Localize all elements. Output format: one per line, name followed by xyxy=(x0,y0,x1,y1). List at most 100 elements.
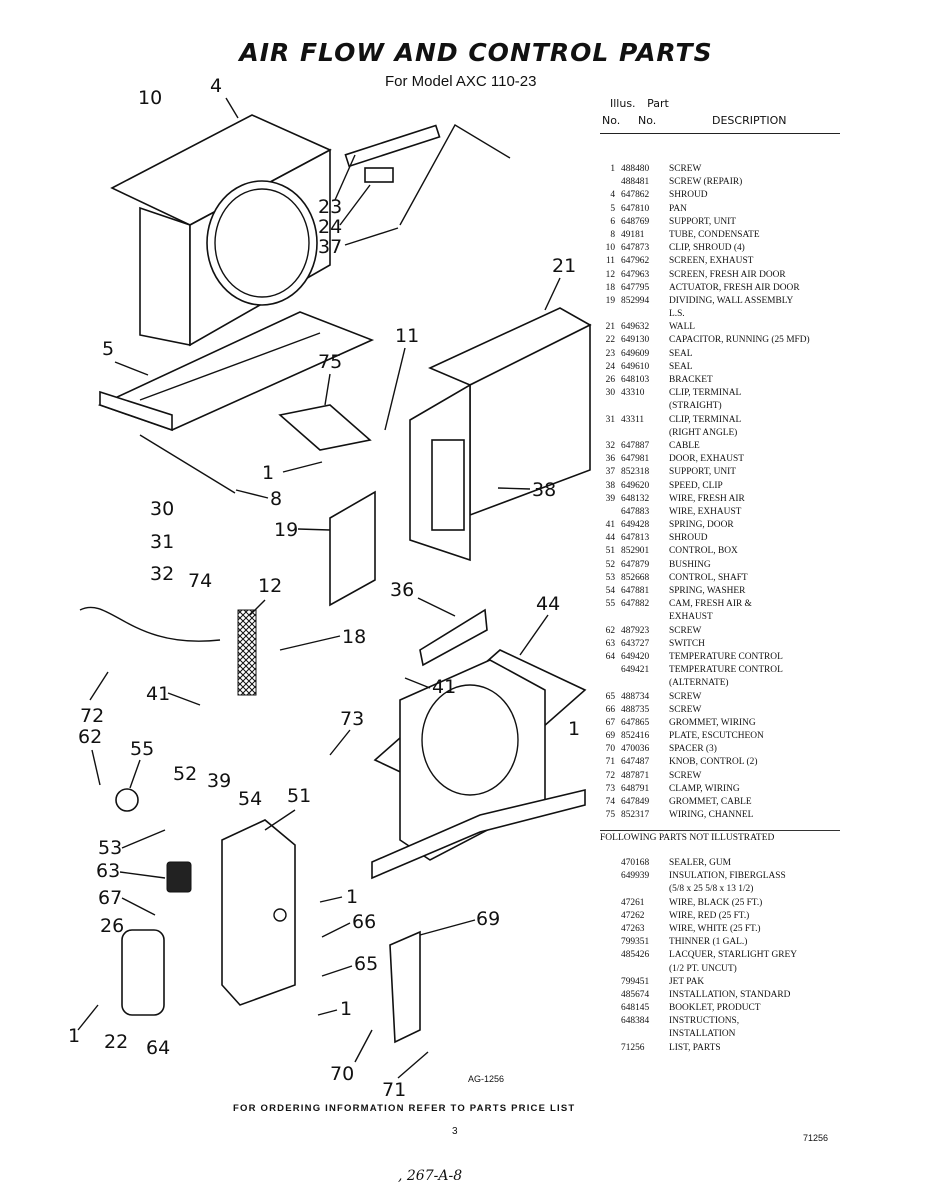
part-description: EXHAUST xyxy=(669,612,713,623)
part-description: SCREEN, FRESH AIR DOOR xyxy=(669,269,786,280)
part-number: 647962 xyxy=(621,256,650,267)
drawing-code: AG-1256 xyxy=(468,1074,505,1084)
part-number: 649610 xyxy=(621,361,650,372)
part-number: 647865 xyxy=(621,717,650,728)
illus-number: 22 xyxy=(605,335,615,346)
part-description: (1/2 PT. UNCUT) xyxy=(669,963,737,974)
callout-51: 51 xyxy=(287,785,311,807)
part-description: WIRE, BLACK (25 FT.) xyxy=(669,897,763,908)
callout-36: 36 xyxy=(390,579,414,601)
callout-54: 54 xyxy=(238,788,262,810)
callout-23: 23 xyxy=(318,196,342,218)
illus-number: 72 xyxy=(605,770,615,781)
illus-number: 41 xyxy=(605,520,615,531)
shroud-part-4 xyxy=(110,114,332,347)
illus-number: 54 xyxy=(605,586,615,596)
part-number: 649632 xyxy=(621,322,650,333)
header-no-illus: No. xyxy=(602,114,621,127)
tube-part-8 xyxy=(139,434,236,494)
channel-part-75 xyxy=(278,404,372,451)
illus-number: 23 xyxy=(605,348,615,359)
illus-number: 21 xyxy=(605,322,615,333)
part-description: TEMPERATURE CONTROL xyxy=(669,665,783,676)
callout-21: 21 xyxy=(552,255,576,277)
part-number: 470168 xyxy=(621,858,650,868)
part-description: TUBE, CONDENSATE xyxy=(669,229,760,240)
illus-number: 18 xyxy=(605,282,615,293)
page-number: 3 xyxy=(452,1126,458,1137)
illus-number: 70 xyxy=(605,744,615,755)
part-number: 647862 xyxy=(621,190,650,201)
part-number: 485674 xyxy=(621,989,650,1000)
part-description: LACQUER, STARLIGHT GREY xyxy=(669,950,797,961)
header-illus: Illus. xyxy=(610,97,636,110)
part-number: 649609 xyxy=(621,348,650,359)
illus-number: 38 xyxy=(605,480,615,491)
callout-44: 44 xyxy=(536,593,560,615)
leader-lines xyxy=(77,97,561,1079)
door-part-36 xyxy=(419,608,488,667)
model-subtitle: For Model AXC 110-23 xyxy=(385,73,537,90)
part-number: 852317 xyxy=(621,810,650,821)
part-description: CONTROL, BOX xyxy=(669,546,738,557)
part-number: 647887 xyxy=(621,440,650,451)
page-title: AIR FLOW AND CONTROL PARTS xyxy=(239,38,713,67)
illus-number: 37 xyxy=(605,467,615,478)
part-number: 647882 xyxy=(621,599,650,610)
escutcheon-part-69 xyxy=(389,930,421,1044)
callout-41b: 41 xyxy=(432,676,456,698)
callout-72: 72 xyxy=(80,705,104,727)
callout-1c: 1 xyxy=(346,886,358,908)
illus-number: 5 xyxy=(610,203,615,214)
part-description: CLIP, TERMINAL xyxy=(669,414,742,425)
part-number: 648103 xyxy=(621,375,650,385)
part-description: LIST, PARTS xyxy=(669,1042,721,1053)
support-part-37 xyxy=(399,124,511,226)
wall-part-21 xyxy=(409,307,592,562)
illus-number: 24 xyxy=(605,361,615,372)
part-description: SEALER, GUM xyxy=(669,858,731,868)
callout-55: 55 xyxy=(130,738,154,760)
header-no-part: No. xyxy=(638,114,657,127)
part-number: 647873 xyxy=(621,243,650,254)
part-description: GROMMET, WIRING xyxy=(669,717,756,728)
part-number: 649428 xyxy=(621,520,650,531)
callout-75: 75 xyxy=(318,351,342,373)
part-number: 647849 xyxy=(621,797,650,807)
part-description: SCREW xyxy=(669,704,702,715)
part-description: SUPPORT, UNIT xyxy=(669,216,736,227)
part-description: WIRE, RED (25 FT.) xyxy=(669,910,750,921)
part-description: DOOR, EXHAUST xyxy=(669,454,744,465)
illus-number: 63 xyxy=(605,638,615,649)
callout-19: 19 xyxy=(274,519,298,541)
parts-header-illus-part: Illus. Part xyxy=(610,97,669,110)
part-description: (5/8 x 25 5/8 x 13 1/2) xyxy=(669,884,754,895)
illus-number: 52 xyxy=(605,559,615,570)
illus-number: 53 xyxy=(605,572,615,583)
part-number: 647879 xyxy=(621,559,650,570)
switch-part-63 xyxy=(166,861,192,893)
part-description: SHROUD xyxy=(669,533,708,544)
part-number: 852416 xyxy=(621,731,650,742)
part-description: GROMMET, CABLE xyxy=(669,797,752,807)
part-description: SCREEN, EXHAUST xyxy=(669,256,754,267)
illus-number: 39 xyxy=(605,493,615,504)
illus-number: 64 xyxy=(605,651,615,662)
part-description: SEAL xyxy=(669,361,693,372)
illus-number: 31 xyxy=(605,414,615,425)
part-number: 647487 xyxy=(621,757,650,768)
callout-41a: 41 xyxy=(146,683,170,705)
callout-4: 4 xyxy=(210,75,222,97)
callout-labels: 10 4 23 24 37 21 5 75 11 1 8 38 30 31 19… xyxy=(68,75,580,1101)
illus-number: 73 xyxy=(605,783,615,794)
callout-22: 22 xyxy=(104,1031,128,1053)
illus-number: 71 xyxy=(605,757,615,768)
illus-number: 36 xyxy=(605,454,615,465)
illus-number: 12 xyxy=(605,269,615,280)
part-description: L.S. xyxy=(669,309,685,320)
part-description: WIRE, FRESH AIR xyxy=(669,493,745,504)
part-description: THINNER (1 GAL.) xyxy=(669,937,748,948)
callout-63: 63 xyxy=(96,860,120,882)
part-description: SCREW (REPAIR) xyxy=(669,177,743,188)
handwritten-note: , 267-A-8 xyxy=(398,1168,463,1184)
